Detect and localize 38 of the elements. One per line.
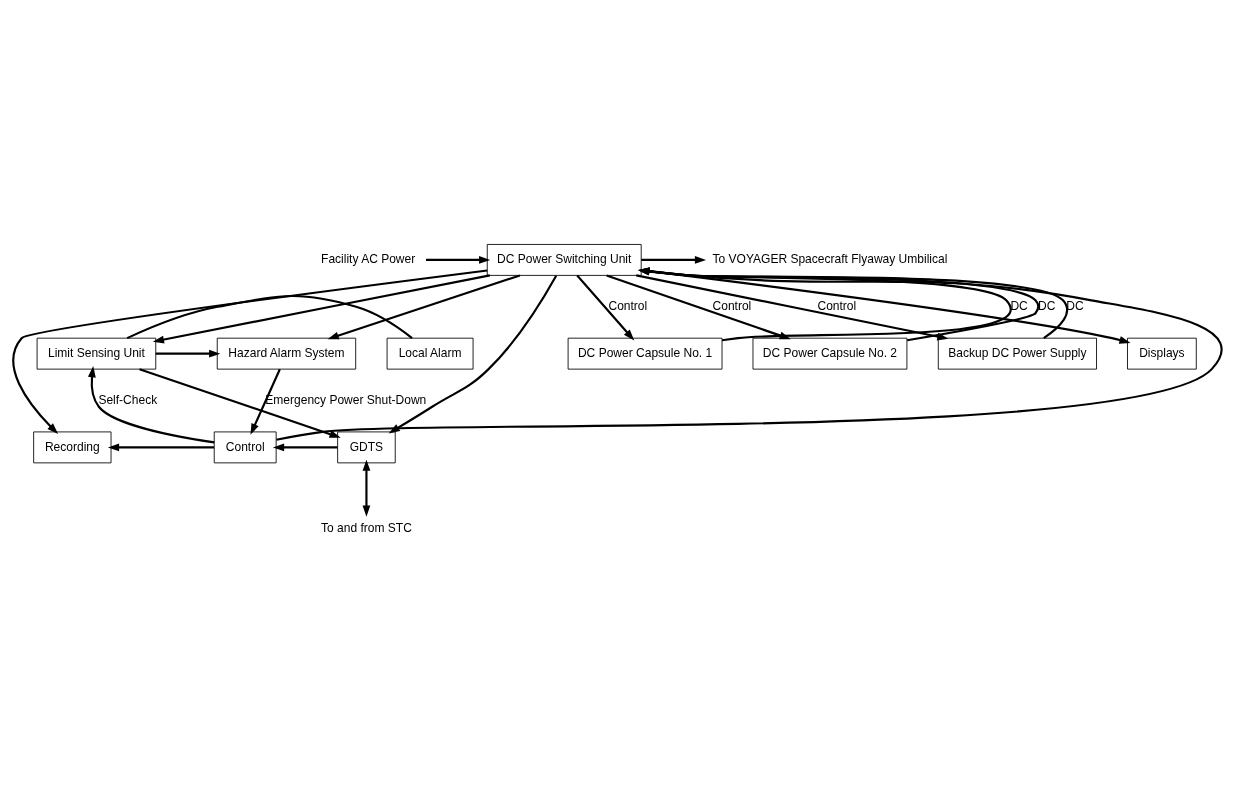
edge-label: Control (817, 298, 857, 313)
node-box: Control (213, 431, 277, 463)
arrow (426, 255, 491, 264)
arrow (388, 274, 558, 433)
edge-label: Self-Check (98, 392, 158, 407)
edge-label: DC (1066, 298, 1084, 313)
node-box: DC Power Capsule No. 1 (567, 337, 723, 370)
node-text: To VOYAGER Spacecraft Flyaway Umbilical (712, 251, 948, 266)
arrow (576, 274, 635, 340)
node-box: Recording (33, 431, 112, 463)
node-box: Limit Sensing Unit (36, 337, 157, 370)
node-box: Displays (1127, 337, 1197, 370)
node-box: Backup DC Power Supply (937, 337, 1097, 370)
arrow (155, 349, 221, 358)
edge-label: Control (712, 298, 752, 313)
arrow (327, 273, 521, 339)
node-box: GDTS (337, 431, 396, 463)
node-box: Local Alarm (386, 337, 474, 370)
node-box: Hazard Alarm System (216, 337, 357, 370)
arrow (139, 367, 341, 438)
edge-label: Emergency Power Shut-Down (265, 392, 427, 407)
connector (126, 294, 413, 339)
arrow (107, 442, 215, 451)
arrow (272, 442, 338, 451)
node-box: DC Power Capsule No. 2 (752, 337, 908, 370)
edge-label: DC (1037, 298, 1056, 313)
arrow (362, 459, 371, 517)
arrow (276, 267, 1223, 441)
edge-label: DC (1010, 298, 1028, 313)
arrow (88, 365, 215, 443)
node-box: DC Power Switching Unit (486, 243, 642, 276)
arrow (152, 273, 491, 343)
node-text: Facility AC Power (321, 251, 416, 266)
edge-label: Control (608, 298, 648, 313)
arrow (250, 368, 281, 435)
arrow (641, 255, 707, 264)
arrow (12, 268, 488, 434)
node-text: To and from STC (321, 520, 412, 535)
